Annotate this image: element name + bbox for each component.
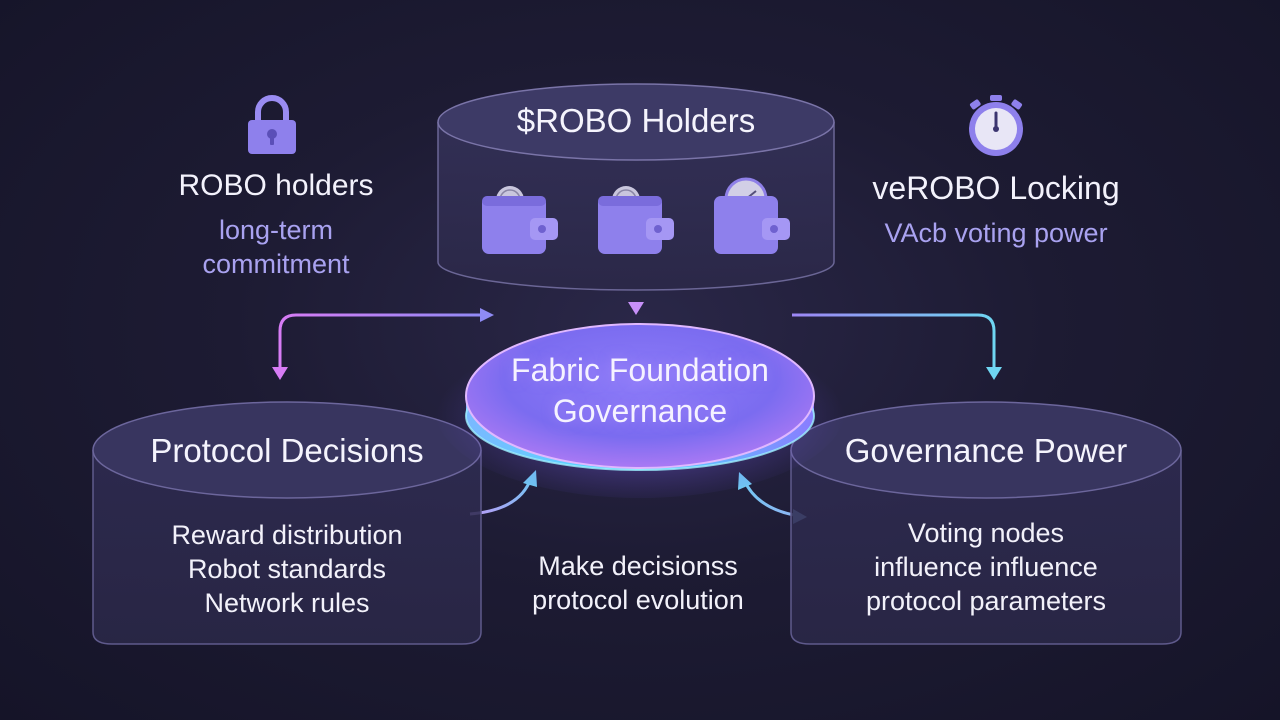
left-info-subtitle-line-1: long-term: [218, 215, 334, 245]
right-info-subtitle: VAcb voting power: [884, 218, 1108, 248]
left-info-title: ROBO holders: [178, 169, 374, 202]
protocol-decisions-container: Protocol Decisions Reward distribution R…: [92, 400, 482, 646]
protocol-line-1: Reward distribution: [171, 520, 403, 550]
governance-line-2: influence influence: [874, 552, 1098, 582]
lock-icon: [246, 94, 298, 161]
middle-note-line-1: Make decisionss: [538, 551, 738, 581]
arrow-holders-to-protocol: [272, 308, 494, 380]
center-title-line-2: Governance: [552, 393, 728, 429]
governance-power-container: Governance Power Voting nodes influence …: [790, 400, 1182, 646]
arrow-holders-to-governance: [792, 313, 1002, 380]
fabric-foundation-governance-hub: Fabric Foundation Governance: [430, 300, 850, 500]
middle-note-line-2: protocol evolution: [532, 585, 744, 615]
governance-power-title: Governance Power: [844, 432, 1128, 469]
protocol-decisions-title: Protocol Decisions: [150, 432, 424, 469]
protocol-line-2: Robot standards: [187, 554, 387, 584]
stopwatch-icon: [964, 93, 1028, 164]
protocol-line-3: Network rules: [204, 588, 370, 618]
right-info-title: veROBO Locking: [872, 170, 1120, 206]
center-title-line-1: Fabric Foundation: [511, 352, 769, 388]
robo-holders-container: $ROBO Holders: [437, 82, 835, 292]
robo-holders-title: $ROBO Holders: [516, 102, 756, 139]
left-info-subtitle-line-2: commitment: [202, 249, 350, 279]
governance-line-1: Voting nodes: [907, 518, 1065, 548]
governance-line-3: protocol parameters: [865, 586, 1107, 616]
